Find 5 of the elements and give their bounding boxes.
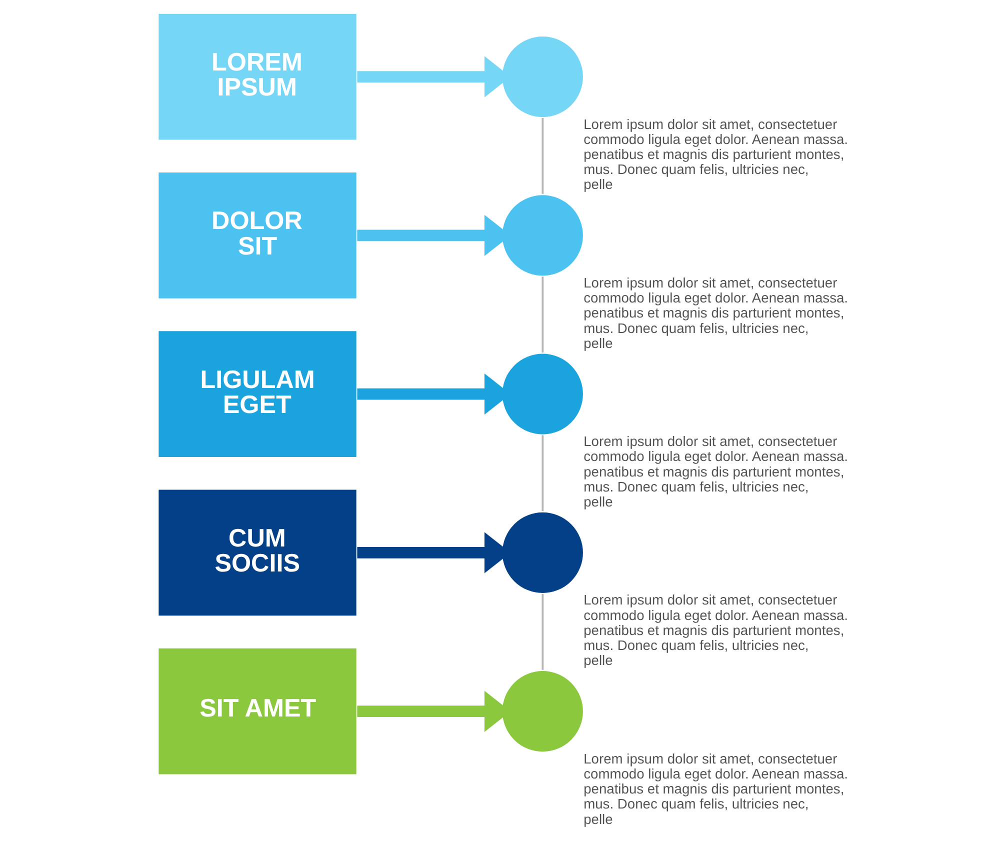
node-label: Lorem ipsum dolor sit amet, consectetuer commodo ligula eget dolor. Aenean massa. penatibus et magnis dis parturient montes, mus. Donec quam felis, ultricies nec, pelle: [583, 592, 848, 668]
node-label: Lorem ipsum dolor sit amet, consectetuer commodo ligula eget dolor. Aenean massa. penatibus et magnis dis parturient montes, mus. Donec quam felis, ultricies nec, pelle: [583, 274, 848, 351]
node-label: Lorem ipsum dolor sit amet, consectetuer commodo ligula eget dolor. Aenean massa. penatibus et magnis dis parturient montes, mus. Donec quam felis, ultricies nec, pelle: [583, 116, 848, 192]
node-label: Lorem ipsum dolor sit amet, consectetuer commodo ligula eget dolor. Aenean massa. penatibus et magnis dis parturient montes, mus. Donec quam felis, ultricies nec, pelle: [583, 433, 848, 510]
node-label: Lorem ipsum dolor sit amet, consectetuer commodo ligula eget dolor. Aenean massa. penatibus et magnis dis parturient montes, mus. Donec quam felis, ultricies nec, pelle: [583, 750, 848, 827]
